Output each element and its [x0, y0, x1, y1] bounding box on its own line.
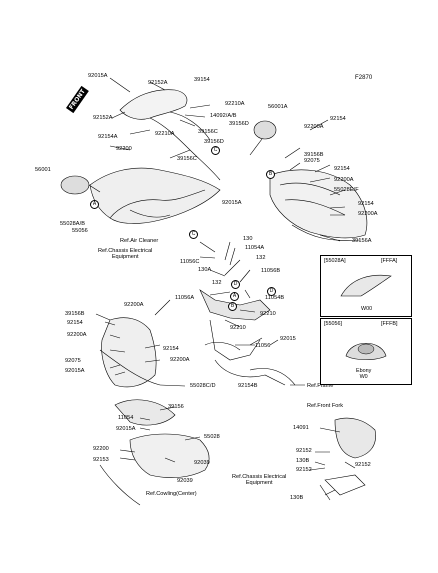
part-label: 39156 — [168, 404, 184, 410]
part-label: 92015 — [280, 336, 296, 342]
inset-caption: W00 — [361, 306, 373, 312]
callout-c: C — [211, 146, 220, 155]
part-label: 92154 — [67, 320, 83, 326]
callout-b: B — [266, 170, 275, 179]
part-label: 92015A — [65, 368, 85, 374]
part-label: 92200A — [358, 211, 378, 217]
inset-part-sketch — [340, 274, 392, 297]
part-label: 130 — [243, 236, 253, 242]
part-label: 92210 — [230, 325, 246, 331]
part-label: 132 — [256, 255, 266, 261]
reference-note: Ref.Chassis Electrical Equipment — [232, 474, 287, 487]
reference-note: Ref.Chassis Electrical Equipment — [98, 248, 153, 261]
reference-note: Ref.Cowling(Center) — [146, 491, 197, 497]
inset-part: [55028A] — [324, 258, 346, 264]
part-label: 11054 — [118, 415, 134, 421]
part-label: 92210 — [260, 311, 276, 317]
part-label: 92154 — [334, 166, 350, 172]
part-label: 39156A — [352, 238, 372, 244]
part-label: 92153 — [93, 457, 109, 463]
reference-note: Ref.Front Fork — [307, 403, 344, 409]
inset-variant: [FFFB] — [381, 321, 398, 327]
part-label: 92200 — [93, 446, 109, 452]
part-label: 92154 — [163, 346, 179, 352]
part-label: 55028E/F — [334, 187, 359, 193]
part-label: 39156C — [198, 129, 218, 135]
part-label: 14092/A/B — [210, 113, 237, 119]
part-label: 39154 — [194, 77, 210, 83]
callout-c: C — [189, 230, 198, 239]
part-label: 39156D — [204, 139, 224, 145]
part-label: 56001 — [35, 167, 51, 173]
part-label: 130B — [296, 458, 310, 464]
part-label: 39156C — [177, 156, 197, 162]
part-label: 92200A — [170, 357, 190, 363]
part-label: 92154A — [98, 134, 118, 140]
part-label: 39156D — [229, 121, 249, 127]
part-label: 130B — [290, 495, 304, 501]
callout-d: D — [231, 280, 240, 289]
inset-box: [55028A] [FFFA] W00 — [320, 255, 412, 317]
part-label: 92154 — [330, 116, 346, 122]
part-label: 92015A — [222, 200, 242, 206]
part-label: 92152 — [296, 448, 312, 454]
part-label: 11054A — [245, 245, 265, 251]
inset-box: [55056] [FFFB] Ebony W0 — [320, 318, 412, 385]
callout-d: D — [267, 287, 276, 296]
part-label: 11056C — [180, 259, 200, 265]
inset-part-sketch — [345, 343, 387, 361]
part-label: 92200A — [304, 124, 324, 130]
part-label: 92075 — [65, 358, 81, 364]
part-label: 39156B — [65, 311, 85, 317]
inset-variant: [FFFA] — [381, 258, 398, 264]
part-label: 56001A — [268, 104, 288, 110]
part-label: 11056A — [175, 295, 195, 301]
part-label: 55028C/D — [190, 383, 216, 389]
callout-a: A — [90, 200, 99, 209]
part-label: 92200A — [67, 332, 87, 338]
part-label: 92039 — [194, 460, 210, 466]
inset-part: [55056] — [324, 321, 342, 327]
part-label: 92152 — [355, 462, 371, 468]
reference-note: Ref.Frame — [307, 383, 334, 389]
part-label: 11054B — [265, 295, 285, 301]
part-label: 92152A — [93, 115, 113, 121]
part-label: 132 — [212, 280, 222, 286]
part-label: 130A — [198, 267, 212, 273]
part-label: 92154B — [238, 383, 258, 389]
part-label: 92152 — [296, 467, 312, 473]
part-label: 92015A — [88, 73, 108, 79]
inset-caption: Ebony W0 — [356, 368, 372, 380]
part-label: 92039 — [177, 478, 193, 484]
part-label: 55028 — [204, 434, 220, 440]
part-label: 55056 — [72, 228, 88, 234]
diagram-code: F2870 — [355, 75, 373, 81]
part-label: 92154 — [358, 201, 374, 207]
part-label: 92200A — [334, 177, 354, 183]
part-label: 92152A — [148, 80, 168, 86]
part-label: 55028A/B — [60, 221, 85, 227]
part-label: 92200A — [124, 302, 144, 308]
part-label: 39156B — [304, 152, 324, 158]
part-label: 11056B — [261, 268, 281, 274]
part-label: 11056 — [255, 343, 271, 349]
part-label: 92015A — [116, 426, 136, 432]
part-label: 92210A — [155, 131, 175, 137]
part-label: 92075 — [304, 158, 320, 164]
part-label: 92200 — [116, 146, 132, 152]
callout-a: A — [230, 292, 239, 301]
reference-note: Ref.Air Cleaner — [120, 238, 159, 244]
part-label: 14091 — [293, 425, 309, 431]
part-label: 92210A — [225, 101, 245, 107]
callout-b: B — [228, 302, 237, 311]
